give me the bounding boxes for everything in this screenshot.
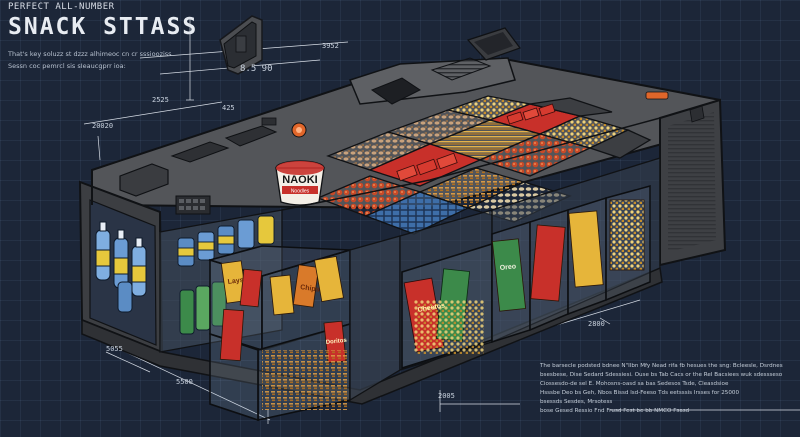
noodle-cup: NAOKI Noodles: [275, 160, 325, 206]
diagram-subtitle-line-1: That's key soluzz st dzzz alhimeoc cn cr…: [8, 50, 172, 58]
orange-slot-button: [645, 91, 669, 100]
center-glass-bin: Cheetos: [349, 209, 493, 402]
description-footnote: The barsecle podsted bdnee N"Ilbn Mfy Ne…: [540, 362, 790, 416]
card-reader-device: [219, 15, 263, 75]
diagram-kicker: PERFECT ALL-NUMBER: [8, 2, 115, 12]
bag-label-lays: Lays: [227, 277, 244, 286]
footnote-line: bsessds Sesdes, Mrsotess: [540, 399, 613, 405]
lid-details: [119, 27, 705, 215]
dim-top: 3952: [322, 42, 339, 50]
dim-depth: 425: [222, 104, 235, 112]
dim-bottom: 5500: [176, 378, 193, 386]
dim-height: 8.5 90: [240, 64, 273, 74]
dim-side: 2525: [152, 96, 169, 104]
dim-bottom-left: 5055: [106, 345, 123, 353]
footnote-line: Hsssbe Deo bs Geh, Nbos Bissd lsd-Feeso …: [540, 390, 740, 396]
dim-right: 2005: [438, 392, 455, 400]
footnote-line: bose Gesed Ressio Fnd Frusd Fest be bb N…: [540, 408, 690, 414]
dim-left: 20020: [92, 122, 114, 130]
bag-label-oreo: Oreo: [499, 263, 516, 272]
diagram-title: SNACK STTASS: [8, 14, 199, 40]
bag-label-doritos: Doritos: [326, 338, 348, 346]
footnote-line: The barsecle podsted bdnee N"Ilbn Mfy Ne…: [540, 363, 783, 369]
noodle-cup-brand: NAOKI: [282, 174, 317, 186]
diagram-subtitle-line-2: Sessn coc pemrcl sis sIeaucgprr ioa:: [8, 62, 126, 70]
front-right-glass-bins: Oreo: [491, 157, 661, 344]
noodle-cup-sub: Noodles: [291, 189, 310, 195]
bag-label-cheetos: Cheetos: [417, 302, 446, 314]
footnote-line: bsesbese, Dise Sedard Sdessiesi. Ouse bs…: [540, 372, 783, 378]
front-left-glass-bins: Lays Chips Doritos: [159, 209, 351, 422]
bag-label-chips: Chips: [300, 284, 320, 294]
chassis-base: [81, 266, 663, 405]
footnote-line: Ciossesdo-de sel E. Mohosns-oasd sa bas …: [540, 381, 729, 387]
dim-center: 2800: [588, 320, 605, 328]
keypad-panel: [175, 195, 211, 215]
water-bottles: [89, 199, 157, 346]
red-chip-bags-top: [396, 103, 556, 182]
